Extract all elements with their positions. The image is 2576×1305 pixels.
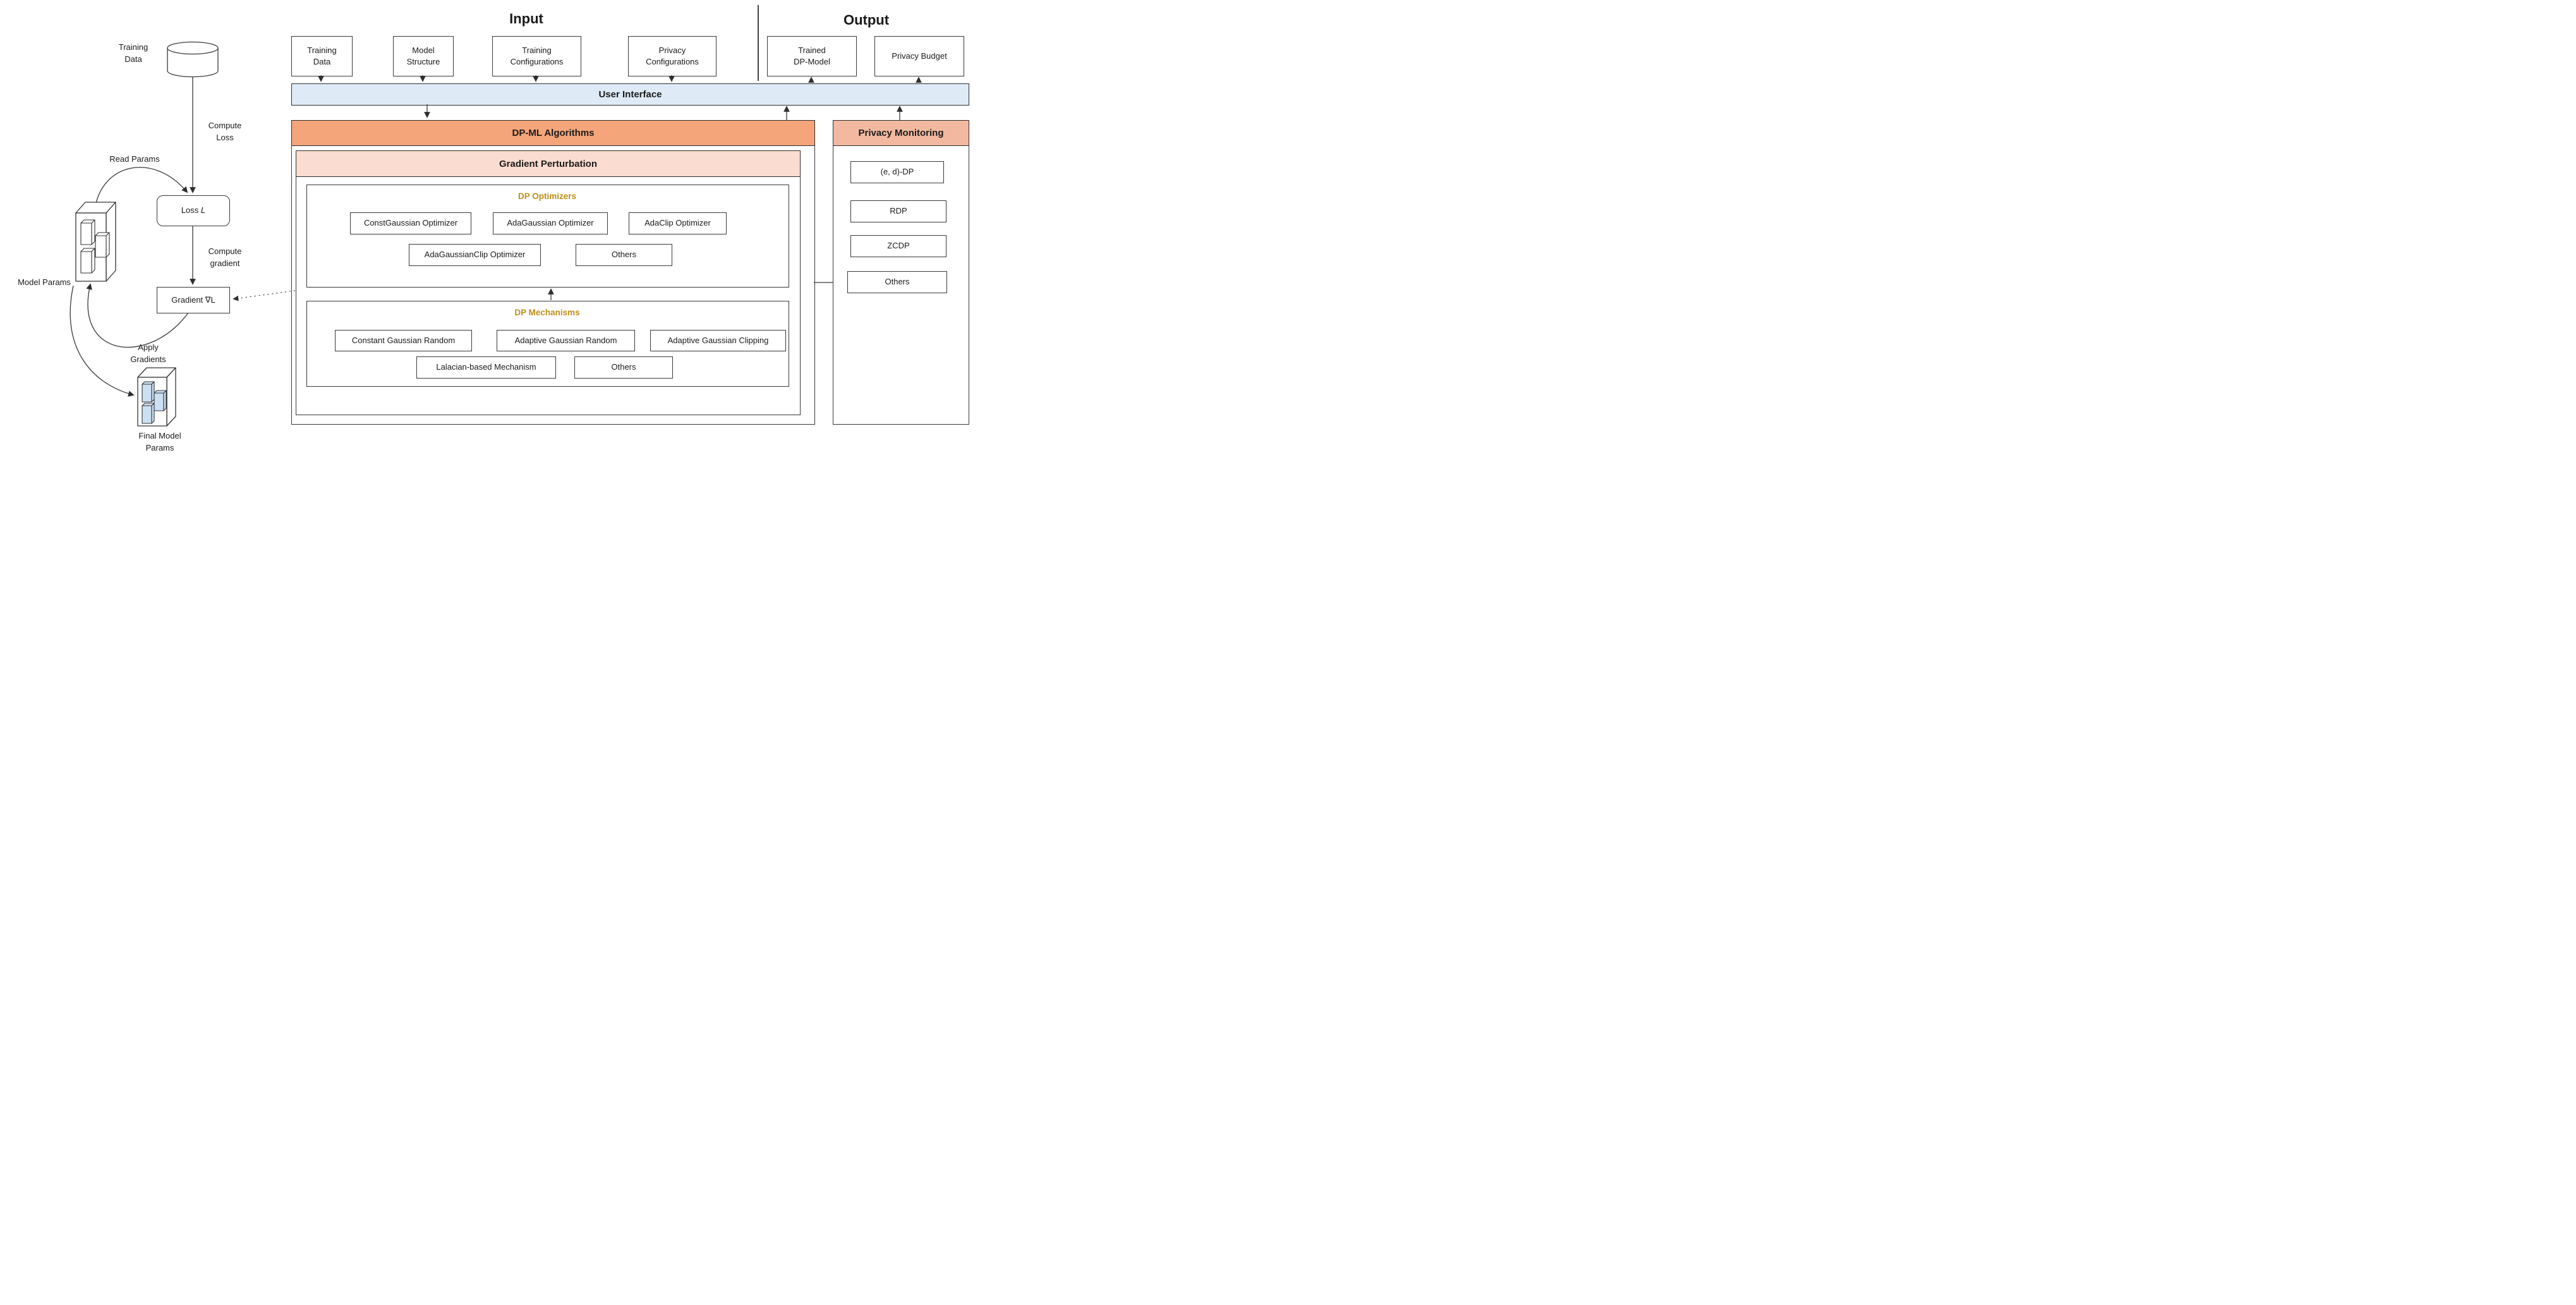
- optimizer-adagaussianclip: AdaGaussianClip Optimizer: [409, 244, 541, 266]
- gradient-perturbation-header: Gradient Perturbation: [296, 150, 801, 177]
- final-model-params-icon: [137, 367, 176, 427]
- user-interface-bar: User Interface: [291, 83, 969, 106]
- compute-gradient-label: Compute gradient: [208, 246, 242, 268]
- privacy-metric-rdp: RDP: [850, 200, 946, 222]
- privacy-monitoring-header: Privacy Monitoring: [833, 120, 969, 146]
- loss-symbol: L: [200, 205, 206, 215]
- read-params-label: Read Params: [109, 154, 160, 164]
- mechanism-adaptive-gaussian-random: Adaptive Gaussian Random: [497, 330, 635, 351]
- privacy-metric-others: Others: [847, 271, 947, 293]
- input-box-privacy-configurations: Privacy Configurations: [628, 36, 717, 76]
- input-box-model-structure: Model Structure: [393, 36, 454, 76]
- gradient-node: Gradient ∇L: [157, 287, 230, 313]
- apply-gradients-label: Apply Gradients: [130, 343, 166, 364]
- arrow-to-final-model-params: [70, 285, 135, 397]
- dp-optimizers-title: DP Optimizers: [517, 191, 577, 201]
- arrow-dotted-perturbed-gradient: [233, 290, 296, 301]
- output-section-title: Output: [843, 12, 890, 28]
- loss-node: Loss L: [157, 195, 230, 226]
- dp-ml-algorithms-header: DP-ML Algorithms: [291, 120, 815, 146]
- dp-mechanisms-title: DP Mechanisms: [514, 308, 580, 317]
- optimizer-adaclip: AdaClip Optimizer: [629, 212, 727, 234]
- dp-optimizers-group: [306, 185, 789, 288]
- input-section-title: Input: [509, 11, 543, 27]
- input-box-training-configurations: Training Configurations: [492, 36, 581, 76]
- mechanism-lalacian-based: Lalacian-based Mechanism: [416, 356, 556, 379]
- mechanism-constant-gaussian-random: Constant Gaussian Random: [335, 330, 472, 351]
- output-box-privacy-budget: Privacy Budget: [874, 36, 964, 76]
- optimizer-constgaussian: ConstGaussian Optimizer: [350, 212, 471, 234]
- optimizer-others: Others: [576, 244, 672, 266]
- input-output-divider: [758, 5, 759, 81]
- model-params-icon: [75, 202, 116, 282]
- output-box-trained-dp-model: Trained DP-Model: [767, 36, 857, 76]
- input-box-training-data: Training Data: [291, 36, 353, 76]
- mechanism-adaptive-gaussian-clipping: Adaptive Gaussian Clipping: [650, 330, 786, 351]
- database-label: Data: [184, 57, 202, 66]
- model-params-label: Model Params: [18, 277, 71, 287]
- mechanism-others: Others: [574, 356, 673, 379]
- optimizer-adagaussian: AdaGaussian Optimizer: [493, 212, 608, 234]
- compute-loss-label: Compute Loss: [208, 121, 242, 142]
- loss-node-label: Loss: [181, 205, 199, 215]
- training-data-flow-label: Training Data: [118, 42, 148, 64]
- privacy-metric-zcdp: ZCDP: [850, 235, 946, 257]
- dp-ml-architecture-diagram: Training Data Data Compute Loss Read Par…: [0, 0, 985, 499]
- final-model-params-label: Final Model Params: [138, 431, 181, 452]
- privacy-metric-epsilon-delta-dp: (e, d)-DP: [850, 161, 944, 183]
